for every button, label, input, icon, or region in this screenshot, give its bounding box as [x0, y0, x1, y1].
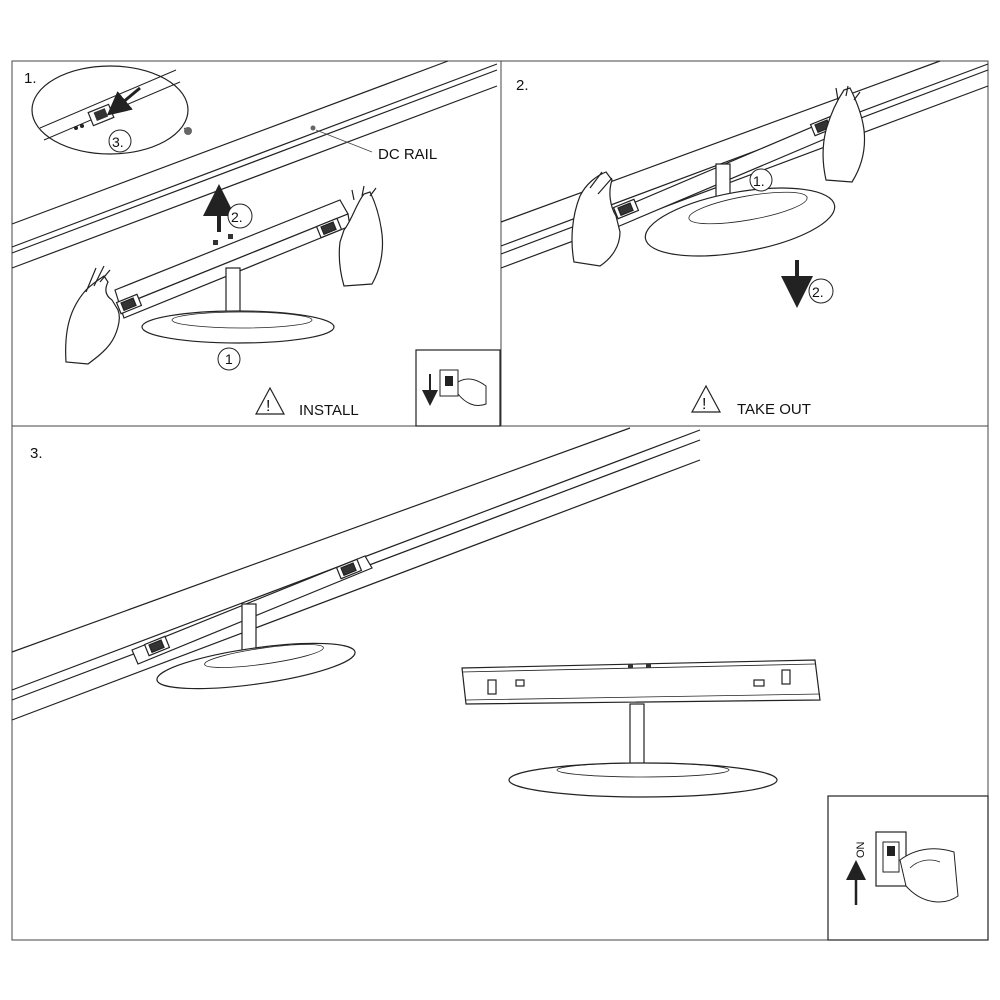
panel-1-badge-2: 2.	[231, 209, 243, 225]
hand-icon	[338, 185, 384, 287]
svg-text:!: !	[702, 396, 706, 413]
panel-3: 3.	[11, 427, 989, 941]
hand-icon	[822, 85, 866, 183]
panel-2-badge-2: 2.	[812, 284, 824, 300]
freestanding-lamp	[508, 703, 778, 798]
dc-rail	[11, 60, 498, 269]
inset-step-badge: 3.	[112, 134, 124, 150]
warning-triangle-icon: !	[690, 384, 722, 413]
panel-2: 2. 1. 2.	[500, 60, 989, 418]
detail-inset: 3.	[31, 65, 192, 155]
panel-2-step-number: 2.	[516, 77, 529, 94]
inset-anchor-dot	[184, 127, 192, 135]
panel-1-step-number: 1.	[24, 70, 37, 87]
panel-2-caption: TAKE OUT	[737, 401, 811, 418]
power-switch-on-icon: ON	[827, 795, 989, 941]
warning-triangle-icon: !	[254, 386, 286, 415]
panel-1-badge-1: 1	[225, 351, 233, 367]
panel-3-step-number: 3.	[30, 445, 43, 462]
rail-label: DC RAIL	[378, 146, 437, 163]
rail-mounted-lamp	[156, 603, 356, 690]
hand-icon	[571, 171, 621, 267]
track-adapter	[114, 199, 351, 319]
switch-on-label: ON	[855, 841, 867, 858]
panel-1: 1. DC RAIL 3.	[11, 60, 501, 427]
hand-icon	[65, 265, 120, 365]
lamp-stem-disc-1	[141, 267, 335, 344]
rail-leader-line	[315, 129, 373, 153]
inset-arrow-icon	[106, 86, 141, 116]
panel-1-caption: INSTALL	[299, 402, 359, 419]
panel-2-badge-1: 1.	[753, 173, 765, 189]
power-switch-off-icon	[415, 349, 501, 427]
freestanding-adapter	[461, 659, 821, 705]
rail-marker-dot	[310, 125, 316, 131]
lamp-stem-disc-2	[644, 163, 836, 257]
svg-text:!: !	[266, 398, 270, 415]
